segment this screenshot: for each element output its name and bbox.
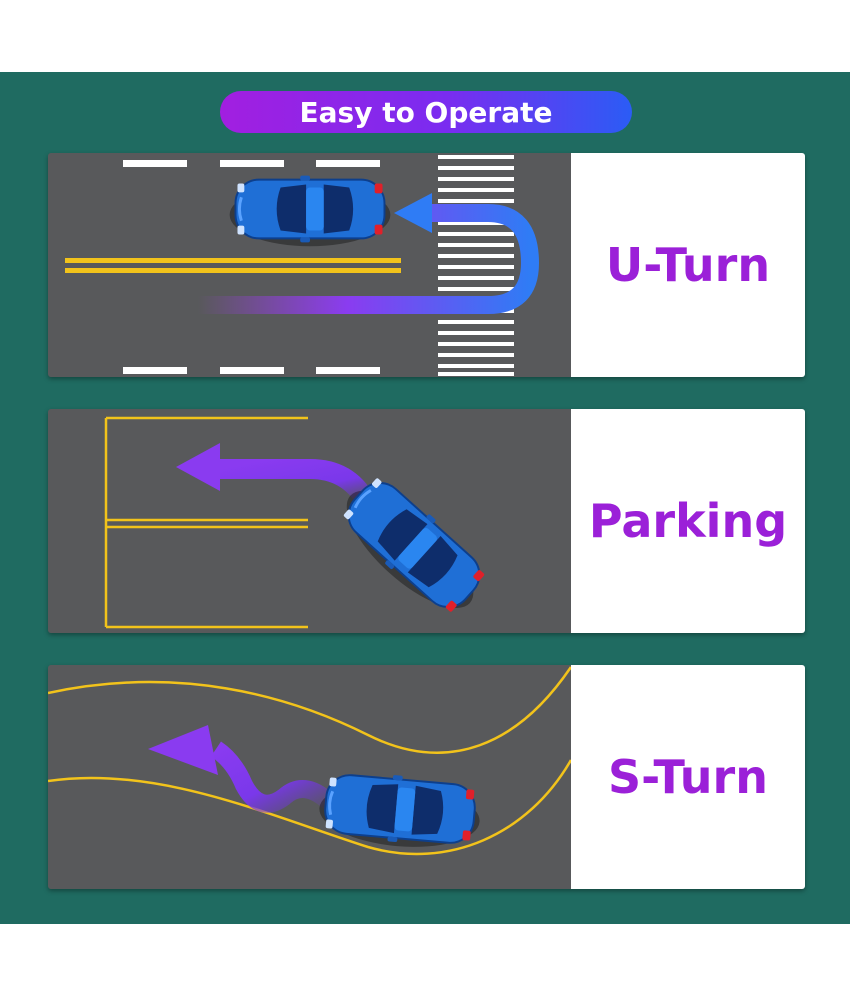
double-yellow-line — [65, 258, 401, 273]
main-stage: Easy to Operate — [0, 72, 850, 924]
parking-lot-illustration — [48, 409, 571, 633]
curved-lane-lines — [48, 666, 571, 856]
parking-panel: Parking — [48, 409, 805, 633]
u-turn-road-illustration — [48, 153, 571, 377]
parking-label: Parking — [588, 494, 788, 548]
car-icon — [228, 174, 392, 248]
lane-dashes — [123, 160, 380, 374]
s-curve-arrow-icon — [148, 725, 341, 814]
s-curve-road-illustration — [48, 665, 571, 889]
parking-label-box: Parking — [571, 409, 805, 633]
s-turn-label-box: S-Turn — [571, 665, 805, 889]
s-turn-label: S-Turn — [608, 750, 768, 804]
crosswalk — [438, 155, 514, 376]
parking-bay-lines — [104, 416, 308, 629]
u-turn-panel: U-Turn — [48, 153, 805, 377]
title-banner: Easy to Operate — [220, 91, 632, 133]
u-turn-label-box: U-Turn — [571, 153, 805, 377]
banner-title: Easy to Operate — [299, 95, 553, 129]
u-turn-label: U-Turn — [605, 238, 771, 292]
u-turn-arrow-icon — [198, 193, 540, 314]
s-turn-panel: S-Turn — [48, 665, 805, 889]
